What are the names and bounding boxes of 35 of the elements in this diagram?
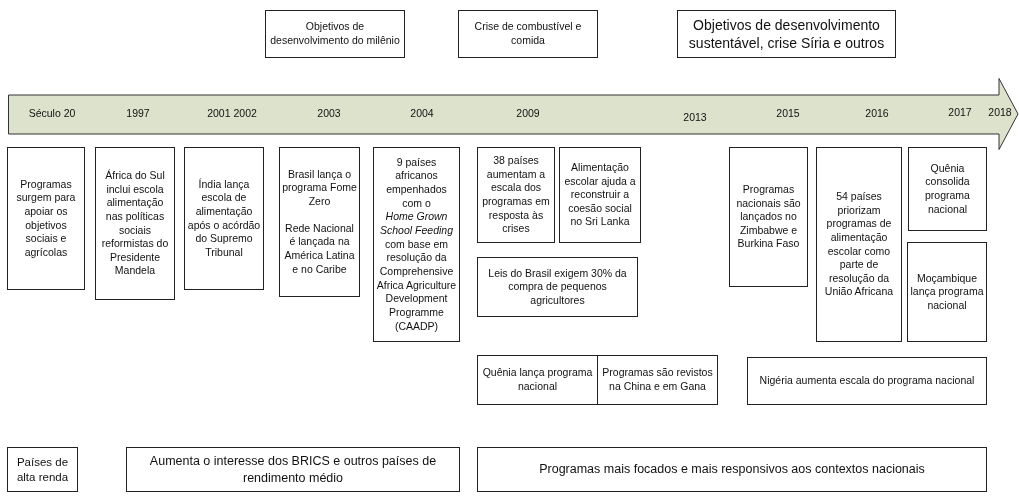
year-label: 2015 bbox=[776, 107, 800, 121]
year-label: 2004 bbox=[410, 107, 434, 121]
year-label: 2009 bbox=[516, 107, 540, 121]
event-text: Rede Nacional é lançada na América Latina e no Caribe bbox=[283, 221, 356, 277]
event-box: Quênia lança programa nacional bbox=[477, 355, 598, 405]
event-box: Índia lança escola de alimentação após o acórdão do Supremo Tribunal bbox=[184, 147, 264, 290]
event-box: Objetivos de desenvolvimento sustentável, crise Síria e outros bbox=[677, 10, 896, 58]
year-label: 2016 bbox=[865, 107, 889, 121]
event-box: Programas são revistos na China e em Gana bbox=[597, 355, 718, 405]
event-text: Brasil lança o programa Fome Zero bbox=[282, 167, 357, 209]
event-box bbox=[279, 147, 360, 297]
event-box: Crise de combustível e comida bbox=[458, 10, 598, 58]
event-box: Aumenta o interesse dos BRICS e outros países de rendimento médio bbox=[126, 447, 460, 492]
event-box: 9 países africanos empenhados com o Home Grown School Feeding com base em resolução da Comprehensive Africa Agriculture Development Programme (CAADP) bbox=[373, 147, 460, 342]
event-box: Quênia consolida programa nacional bbox=[908, 147, 987, 231]
timeline-arrow bbox=[8, 78, 1019, 150]
year-label: 2013 bbox=[683, 111, 707, 125]
year-label: 2017 bbox=[948, 106, 972, 120]
event-box: Programas surgem para apoiar os objetivos sociais e agrícolas bbox=[7, 147, 85, 290]
event-box: Alimentação escolar ajuda a reconstruir a coesão social no Sri Lanka bbox=[559, 147, 641, 243]
year-label: 2003 bbox=[317, 107, 341, 121]
year-label: 1997 bbox=[126, 107, 150, 121]
event-box: Programas nacionais são lançados no Zimbabwe e Burkina Faso bbox=[729, 147, 808, 287]
event-box: África do Sul inclui escola alimentação nas políticas sociais reformistas do Presidente Mandela bbox=[95, 147, 175, 300]
event-box: 38 países aumentam a escala dos programas em resposta às crises bbox=[477, 147, 555, 243]
event-box: Programas mais focados e mais responsivos aos contextos nacionais bbox=[477, 447, 987, 492]
event-box: Países de alta renda bbox=[7, 447, 78, 492]
year-label: 2001 2002 bbox=[207, 107, 257, 121]
event-box: 54 países priorizam programas de alimentação escolar como parte de resolução da União Africana bbox=[816, 147, 902, 342]
event-box: Objetivos de desenvolvimento do milênio bbox=[265, 10, 405, 58]
event-box: Leis do Brasil exigem 30% da compra de pequenos agricultores bbox=[477, 257, 638, 317]
event-box: Moçambique lança programa nacional bbox=[907, 242, 987, 342]
year-label: 2018 bbox=[988, 106, 1012, 120]
event-box: Nigéria aumenta escala do programa nacional bbox=[747, 357, 987, 405]
year-label: Século 20 bbox=[28, 107, 76, 121]
